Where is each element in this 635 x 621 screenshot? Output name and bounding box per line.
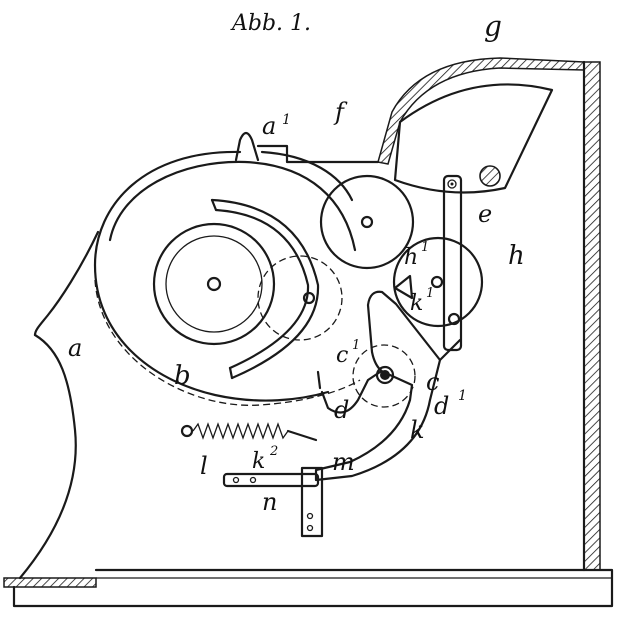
label-f: f [333,98,348,126]
latch-n [222,466,324,538]
label-c: c [426,368,439,396]
label-k2: k [252,449,265,474]
sector-g [393,83,554,194]
housing-wall [582,60,601,572]
lever-k [314,290,462,482]
label-c1-sup: 1 [352,338,360,353]
label-k1-sup: 1 [426,286,434,301]
gear-wheel [319,174,415,270]
label-l: l [200,452,208,480]
label-n: n [262,488,277,516]
label-d1-sup: 1 [458,388,467,404]
dashed-circle-c [352,344,416,408]
label-e: e [478,200,492,228]
label-a1-sup: 1 [282,112,291,128]
arc-slot-b [210,198,320,380]
part-labels: g f a 1 e h h 1 k 1 a b c 1 c d d 1 k l … [68,10,525,516]
figure-title: Abb. 1. [230,11,311,36]
main-disk-a [18,131,361,580]
lever-e [442,174,463,352]
label-c1: c [336,343,348,368]
spring-l [180,422,318,442]
wheel-h [392,236,484,328]
label-k1: k [410,291,423,316]
hood-f [256,57,585,165]
label-d: d [334,396,349,424]
hub [152,222,343,346]
label-k: k [410,416,425,444]
base-plate [3,568,614,608]
label-h1-sup: 1 [421,240,429,255]
label-b: b [174,361,191,391]
label-a: a [68,334,82,362]
label-d1: d [434,392,449,420]
label-g: g [484,10,502,43]
label-h1: h [404,245,418,270]
label-h: h [508,241,525,271]
label-a1: a [262,112,276,140]
label-m: m [332,448,355,476]
label-k2-sup: 2 [269,444,278,459]
